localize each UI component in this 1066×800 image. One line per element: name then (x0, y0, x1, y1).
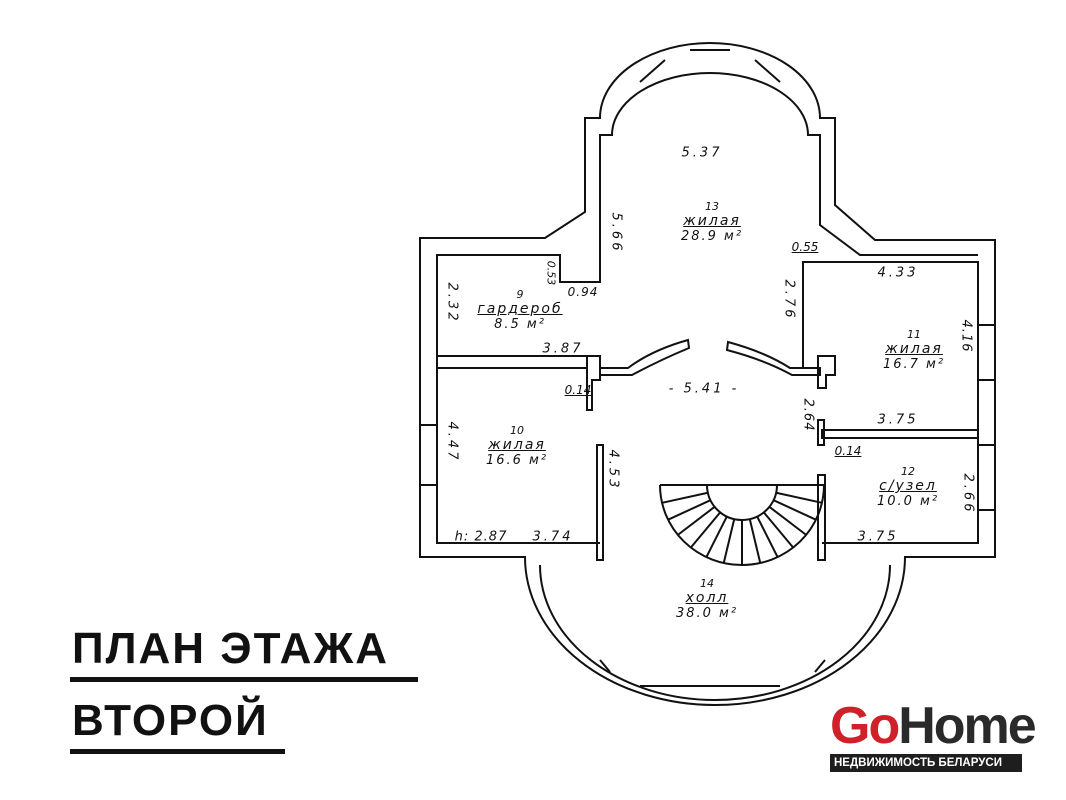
dimension-label: 5.66 (608, 212, 624, 254)
room-name: гардероб (477, 301, 563, 317)
ceiling-height-label: h: 2.87 (454, 529, 508, 545)
dimension-label: 2.66 (960, 473, 976, 515)
hall-windows (599, 659, 826, 687)
stair-tread (705, 516, 728, 558)
room-14: 14 холл 38.0 м² (676, 577, 738, 621)
dimension-label: - 5.41 - (668, 381, 740, 397)
dimension-label: 0.55 (791, 240, 819, 254)
dimension-label: 0.14 (834, 444, 862, 458)
stair-inner-arc (706, 484, 778, 521)
stair-tread (768, 506, 807, 536)
room-number: 12 (900, 465, 915, 478)
dimension-label: 3.75 (877, 412, 919, 428)
window-left (419, 424, 438, 486)
floor-title-underline (70, 749, 285, 754)
dimension-label: 3.87 (542, 341, 584, 357)
curved-wall-left (600, 338, 691, 376)
room-number: 14 (699, 577, 714, 590)
stair-tread (763, 511, 794, 549)
room-number: 10 (509, 424, 524, 437)
logo-go: Go (830, 697, 900, 755)
stair-tread (690, 511, 721, 549)
post-room12 (817, 419, 825, 446)
wall-room11-room12 (821, 429, 979, 439)
gohome-logo: GoHome НЕДВИЖИМОСТЬ БЕЛАРУСИ (830, 697, 1037, 772)
room-name: с/узел (879, 478, 937, 494)
dimension-label: 5.37 (681, 145, 723, 161)
wall-room10-right (596, 444, 604, 561)
dimension-label: 0.53 (544, 260, 558, 286)
dimension-label: 2.64 (800, 398, 816, 432)
inner-wall (436, 72, 979, 544)
dimension-label: 3.75 (857, 529, 899, 545)
room-name: холл (685, 590, 729, 606)
room-9: 9 гардероб 8.5 м² (477, 288, 562, 332)
room-name: жилая (488, 437, 546, 453)
room-number: 11 (906, 328, 921, 341)
dimension-label: 3.74 (532, 529, 574, 545)
dimension-label: 2.32 (444, 282, 460, 324)
dimension-label: 4.33 (877, 265, 919, 281)
room-area: 8.5 м² (494, 317, 546, 332)
logo-home: Home (898, 697, 1036, 755)
room-12: 12 с/узел 10.0 м² (877, 465, 939, 509)
stair-tread (722, 518, 736, 564)
wall-room9-room10 (436, 355, 588, 369)
stair-tread (667, 499, 711, 521)
room-number: 13 (704, 200, 719, 213)
window-right-lower (977, 444, 996, 511)
stair-tread (756, 516, 779, 558)
pillar-left (586, 355, 601, 411)
room-name: жилая (885, 341, 943, 357)
dimension-label: 4.16 (958, 319, 974, 353)
stair-tread (677, 506, 716, 536)
room-area: 28.9 м² (680, 229, 744, 244)
outer-wall (419, 42, 996, 706)
dimension-label: 0.14 (564, 383, 592, 397)
room-area: 16.6 м² (485, 453, 549, 468)
curved-wall-right (725, 340, 821, 376)
dimension-label: 4.53 (605, 449, 621, 491)
plan-title: ПЛАН ЭТАЖА (72, 624, 389, 673)
dimension-label: 2.76 (781, 279, 797, 321)
pillar-right (817, 355, 836, 389)
apse-windows (639, 49, 781, 83)
stair-tread (748, 518, 762, 564)
hall-inner-arc (539, 564, 891, 701)
dimension-label: 4.47 (444, 421, 460, 463)
logo-tagline: НЕДВИЖИМОСТЬ БЕЛАРУСИ (830, 754, 1022, 772)
dimension-label: 0.94 (567, 285, 599, 299)
room-11: 11 жилая 16.7 м² (883, 328, 945, 372)
logo-wordmark: GoHome (830, 697, 1037, 755)
stair-tread (773, 499, 817, 521)
room-area: 10.0 м² (876, 494, 940, 509)
room-10: 10 жилая 16.6 м² (486, 424, 548, 468)
window-right-upper (977, 324, 996, 381)
room-area: 16.7 м² (882, 357, 946, 372)
stair-tread (775, 491, 823, 504)
stair-tread (661, 491, 709, 504)
room-number: 9 (516, 288, 524, 301)
spiral-staircase (659, 484, 825, 566)
room-name: жилая (683, 213, 741, 229)
floor-title: ВТОРОЙ (72, 696, 269, 745)
room-13: 13 жилая 28.9 м² (681, 200, 743, 244)
title-underline (70, 677, 418, 682)
room-area: 38.0 м² (675, 606, 739, 621)
